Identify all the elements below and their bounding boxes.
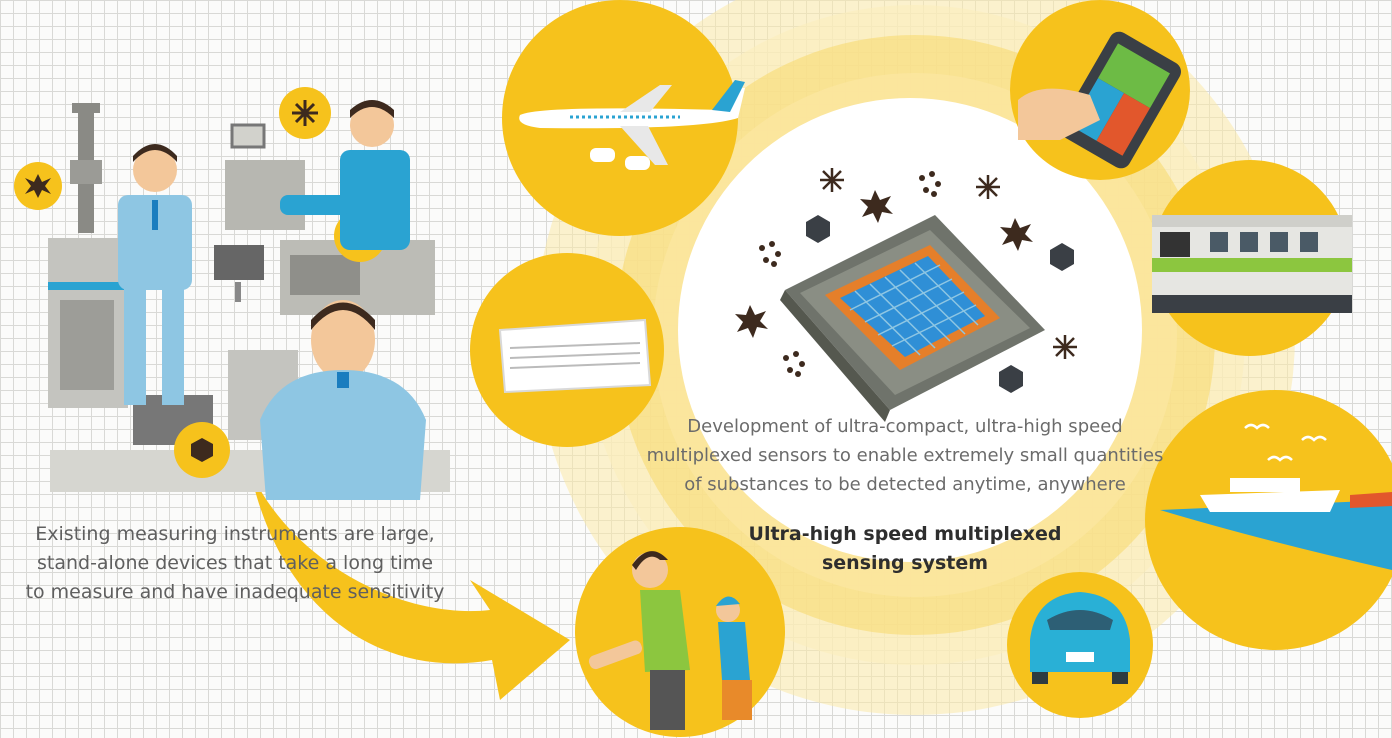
arrow-icon — [250, 470, 570, 700]
description-line: Development of ultra-compact, ultra-high… — [687, 416, 1123, 437]
airplane-icon — [502, 0, 745, 236]
ship-icon — [1145, 390, 1392, 650]
speech-bubble-asterisk — [279, 87, 331, 139]
development-description: Development of ultra-compact, ultra-high… — [605, 412, 1205, 499]
detected-substances — [735, 168, 1077, 393]
title-line: Ultra-high speed multiplexed — [748, 523, 1062, 545]
train-icon — [1152, 160, 1352, 356]
existing-instruments-caption: Existing measuring instruments are large… — [0, 520, 470, 607]
worker-figure-right — [280, 100, 410, 250]
car-icon — [1007, 572, 1153, 718]
caption-line: stand-alone devices that take a long tim… — [36, 552, 434, 574]
tablet-icon — [1010, 0, 1190, 180]
speech-bubble-hexagon — [174, 422, 230, 478]
runners-icon — [575, 527, 785, 737]
speech-bubble-particle — [14, 162, 62, 210]
air-conditioner-icon — [470, 253, 664, 447]
system-title: Ultra-high speed multiplexed sensing sys… — [690, 520, 1120, 578]
worker-figure-left — [118, 144, 192, 405]
column-instrument — [48, 103, 128, 408]
description-line: multiplexed sensors to enable extremely … — [646, 445, 1164, 466]
worker-figure-front — [260, 300, 426, 500]
sensor-chip — [780, 215, 1045, 422]
description-line: of substances to be detected anytime, an… — [684, 474, 1126, 495]
caption-line: to measure and have inadequate sensitivi… — [25, 581, 445, 603]
title-line: sensing system — [821, 552, 989, 574]
caption-line: Existing measuring instruments are large… — [35, 523, 435, 545]
measuring-instruments-scene — [14, 87, 450, 500]
